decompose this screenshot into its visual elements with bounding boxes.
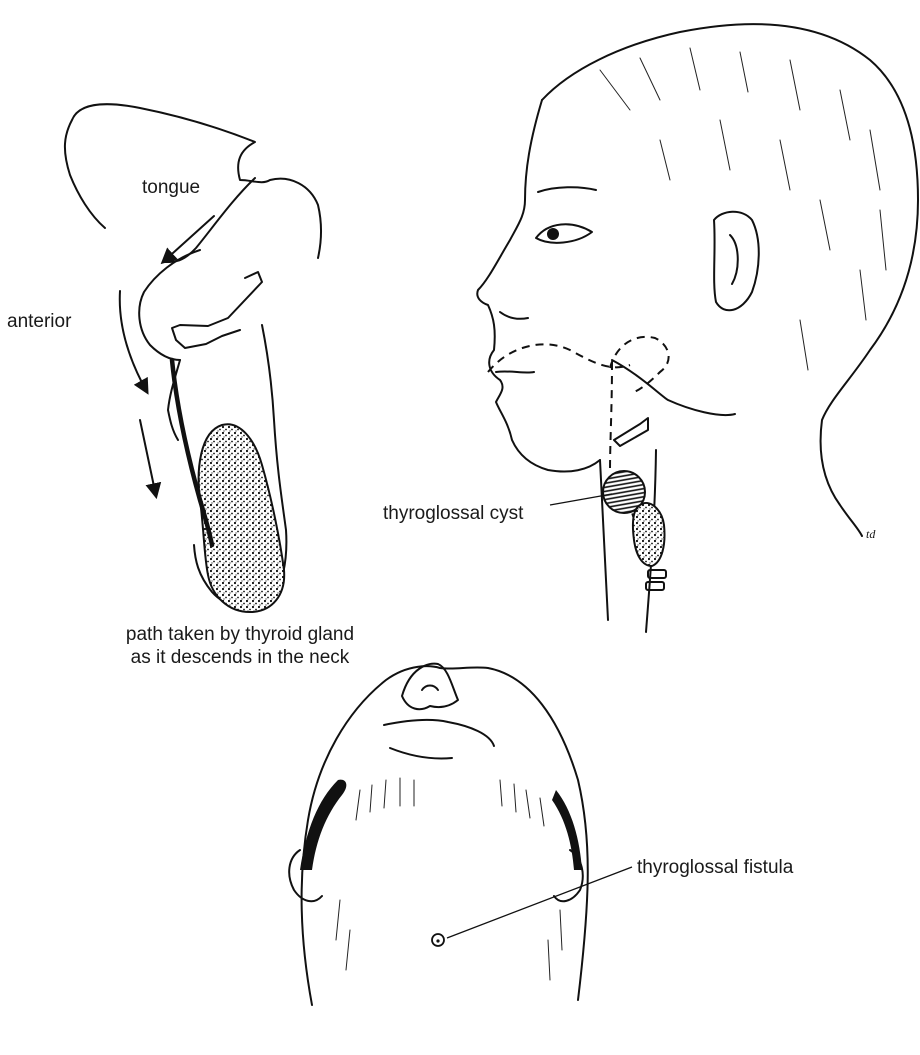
hair-lines: [600, 48, 886, 370]
ear-right: [554, 850, 583, 901]
lips-outline: [384, 720, 494, 759]
artist-signature: td: [866, 527, 876, 541]
descent-arrow-2: [120, 291, 147, 392]
path-caption-line2: as it descends in the neck: [100, 646, 380, 669]
projected-thyroid: [633, 503, 665, 566]
hatching-lines: [336, 778, 562, 980]
label-thyroglossal-cyst: thyroglossal cyst: [383, 502, 523, 525]
pharynx-outline: [139, 250, 200, 360]
label-tongue: tongue: [142, 176, 200, 199]
mouth: [496, 312, 534, 373]
descent-arrow-3: [140, 420, 156, 496]
pupil: [547, 228, 559, 240]
path-caption-line1: path taken by thyroid gland: [100, 623, 380, 646]
projected-jaw-dashed: [488, 337, 669, 393]
label-anterior: anterior: [7, 310, 71, 333]
projected-hyoid: [614, 418, 648, 446]
chin-up-view: [289, 664, 588, 1005]
path-caption: path taken by thyroid gland as it descen…: [100, 623, 380, 669]
lateral-head: td: [477, 24, 918, 632]
label-thyroglossal-fistula: thyroglossal fistula: [637, 856, 793, 879]
jaw-line: [612, 360, 735, 415]
thyroid-gland: [199, 424, 285, 612]
face-underside-outline: [302, 666, 588, 1005]
ear: [714, 212, 759, 311]
fistula-leader-line: [447, 867, 632, 938]
nose-underside: [402, 664, 458, 710]
fistula-dot: [436, 939, 439, 942]
eye: [536, 187, 596, 243]
epiglottis-outline: [172, 272, 262, 348]
face-profile: [477, 100, 600, 472]
